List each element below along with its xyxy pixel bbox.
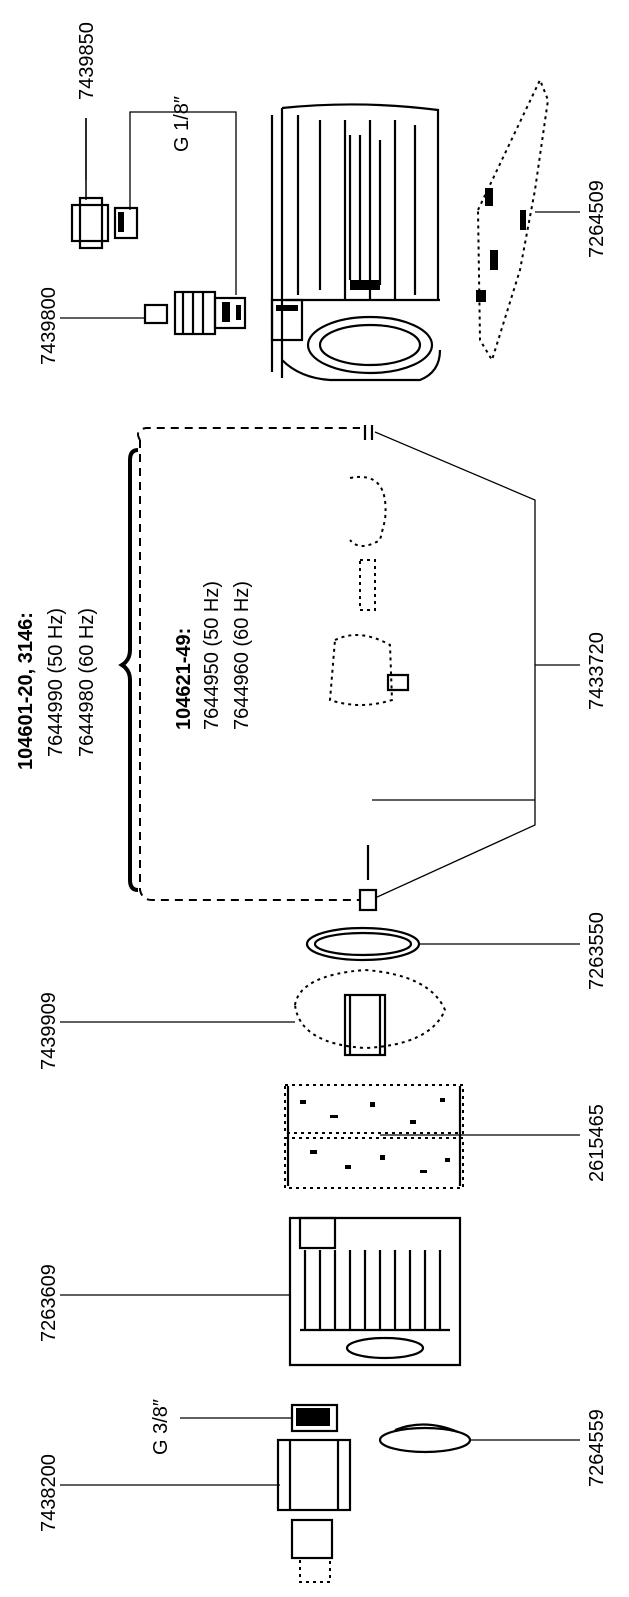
variant-1-line-2: 7644980 (60 Hz) <box>76 608 98 757</box>
labels: 7439850 G 1/8″ 7439800 7264509 104601-20… <box>15 22 608 1532</box>
disc-7264559-drawing <box>378 1423 472 1454</box>
pump-body-7263609-drawing <box>288 1216 462 1367</box>
callout-7264509: 7264509 <box>586 180 608 258</box>
callout-7263550: 7263550 <box>586 912 608 990</box>
internal-assembly-drawing <box>137 425 410 912</box>
fitting-7439800-drawing <box>143 290 247 336</box>
callout-7439850: 7439850 <box>76 22 98 100</box>
plate-7264509-drawing <box>476 77 550 363</box>
variant-2-line-2: 7644960 (60 Hz) <box>231 581 253 730</box>
callout-7439800: 7439800 <box>38 287 60 365</box>
variant-2-heading: 104621-49: <box>173 628 195 730</box>
callout-7438200: 7438200 <box>38 1454 60 1532</box>
o-ring-7263550-drawing <box>305 926 421 962</box>
variant-1-line-1: 7644990 (50 Hz) <box>45 608 67 757</box>
leader-lines <box>60 111 580 1486</box>
thread-label-top: G 1/8″ <box>171 96 193 152</box>
motor-housing-drawing <box>270 103 442 382</box>
callout-2615465: 2615465 <box>586 1104 608 1182</box>
callout-7433720: 7433720 <box>586 632 608 710</box>
callout-7264559: 7264559 <box>586 1409 608 1487</box>
variant-brace <box>118 448 139 892</box>
fitting-7438200-drawing <box>276 1403 352 1583</box>
variant-2-line-1: 7644950 (50 Hz) <box>201 581 223 730</box>
filter-2615465-drawing <box>284 1084 464 1189</box>
callout-7263609: 7263609 <box>38 1264 60 1342</box>
callout-7439909: 7439909 <box>38 992 60 1070</box>
cover-7439909-drawing <box>293 968 447 1057</box>
fitting-7439850-drawing <box>70 118 139 250</box>
variant-1-heading: 104601-20, 3146: <box>15 612 37 770</box>
thread-label-bottom: G 3/8″ <box>150 1399 172 1455</box>
